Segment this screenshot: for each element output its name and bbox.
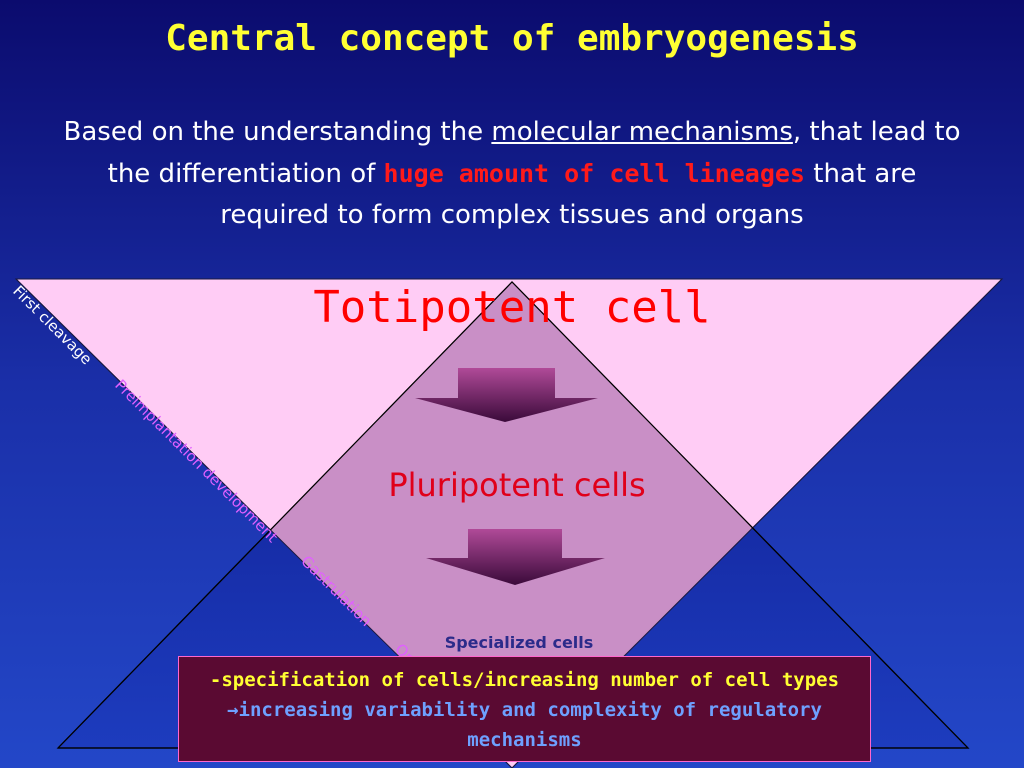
intro-text-1: Based on the understanding the: [63, 117, 492, 147]
pluripotent-label: Pluripotent cells: [388, 466, 646, 504]
summary-line-2-text: increasing variability and complexity of…: [238, 699, 822, 751]
summary-line-2: →increasing variability and complexity o…: [179, 695, 870, 755]
intro-paragraph: Based on the understanding the molecular…: [50, 112, 974, 236]
down-arrow-icon: [426, 529, 605, 585]
summary-box: -specification of cells/increasing numbe…: [178, 656, 871, 762]
intro-link-text: molecular mechanisms: [491, 117, 793, 147]
intro-text-2: , that lead to the differentiation of: [107, 117, 961, 189]
summary-line-1: -specification of cells/increasing numbe…: [209, 669, 840, 691]
slide-title: Central concept of embryogenesis: [165, 18, 859, 59]
intro-highlight: huge amount of cell lineages: [383, 159, 805, 188]
specialized-cells-label: Specialized cells: [444, 633, 594, 652]
intro-text-3: that are required to form complex tissue…: [220, 159, 917, 230]
down-arrow-icon: [415, 368, 598, 422]
right-arrow-icon: →: [227, 699, 239, 721]
totipotent-label: Totipotent cell: [313, 282, 711, 333]
